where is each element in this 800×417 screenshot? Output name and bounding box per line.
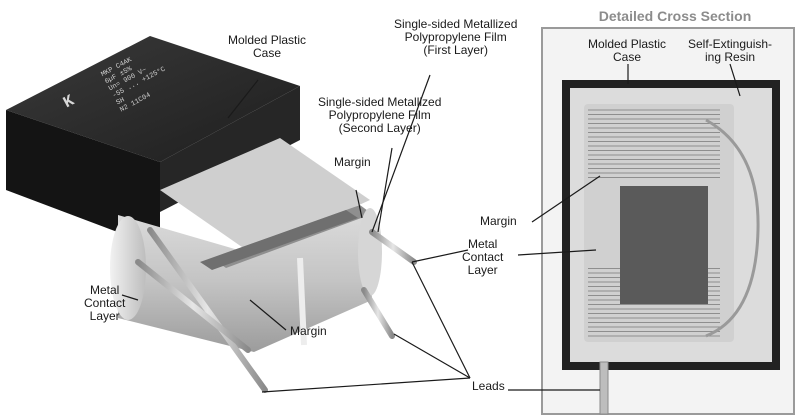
cross-section-film-layers — [588, 109, 720, 337]
callout-case — [227, 79, 259, 119]
label-margin-top: Margin — [334, 155, 371, 169]
callout-margin-top — [355, 189, 363, 219]
film-second-layer-edge — [200, 210, 358, 270]
film-winding-top — [160, 138, 370, 254]
callout-cs-metal-2 — [411, 249, 469, 263]
cross-section-core — [620, 186, 708, 304]
label-cs-resin: Self-Extinguish-ing Resin — [688, 37, 773, 64]
callout-leads-3 — [411, 261, 471, 379]
film-winding-body — [118, 210, 372, 352]
callout-leads-1 — [261, 377, 471, 393]
case-front-face — [6, 110, 160, 248]
callout-cs-metal — [517, 249, 597, 256]
lead-3 — [369, 229, 417, 265]
cross-section-lead — [599, 361, 609, 415]
label-margin-bottom: Margin — [290, 324, 327, 338]
cross-section-wrap — [705, 118, 760, 338]
label-leads: Leads — [472, 379, 505, 393]
lead-1 — [147, 227, 268, 393]
margin-line — [297, 257, 307, 346]
callout-leads-2 — [393, 333, 471, 379]
case-top-face — [6, 36, 300, 162]
callout-cs-margin — [531, 175, 601, 223]
cross-section-panel — [541, 27, 795, 415]
callout-lines — [121, 63, 741, 393]
lead-4 — [361, 287, 395, 339]
metal-contact-layer-left — [110, 216, 146, 320]
callout-margin-bottom — [249, 299, 287, 331]
lead-2 — [135, 259, 251, 353]
callout-metal-left — [121, 294, 139, 301]
callout-film-second — [377, 147, 393, 233]
label-cs-margin: Margin — [480, 214, 517, 228]
cross-section-title: Detailed Cross Section — [598, 8, 752, 24]
metal-contact-layer-right — [358, 208, 382, 296]
callout-cs-resin — [729, 63, 741, 97]
callout-film-first — [371, 74, 431, 233]
capacitor-body — [6, 36, 417, 393]
